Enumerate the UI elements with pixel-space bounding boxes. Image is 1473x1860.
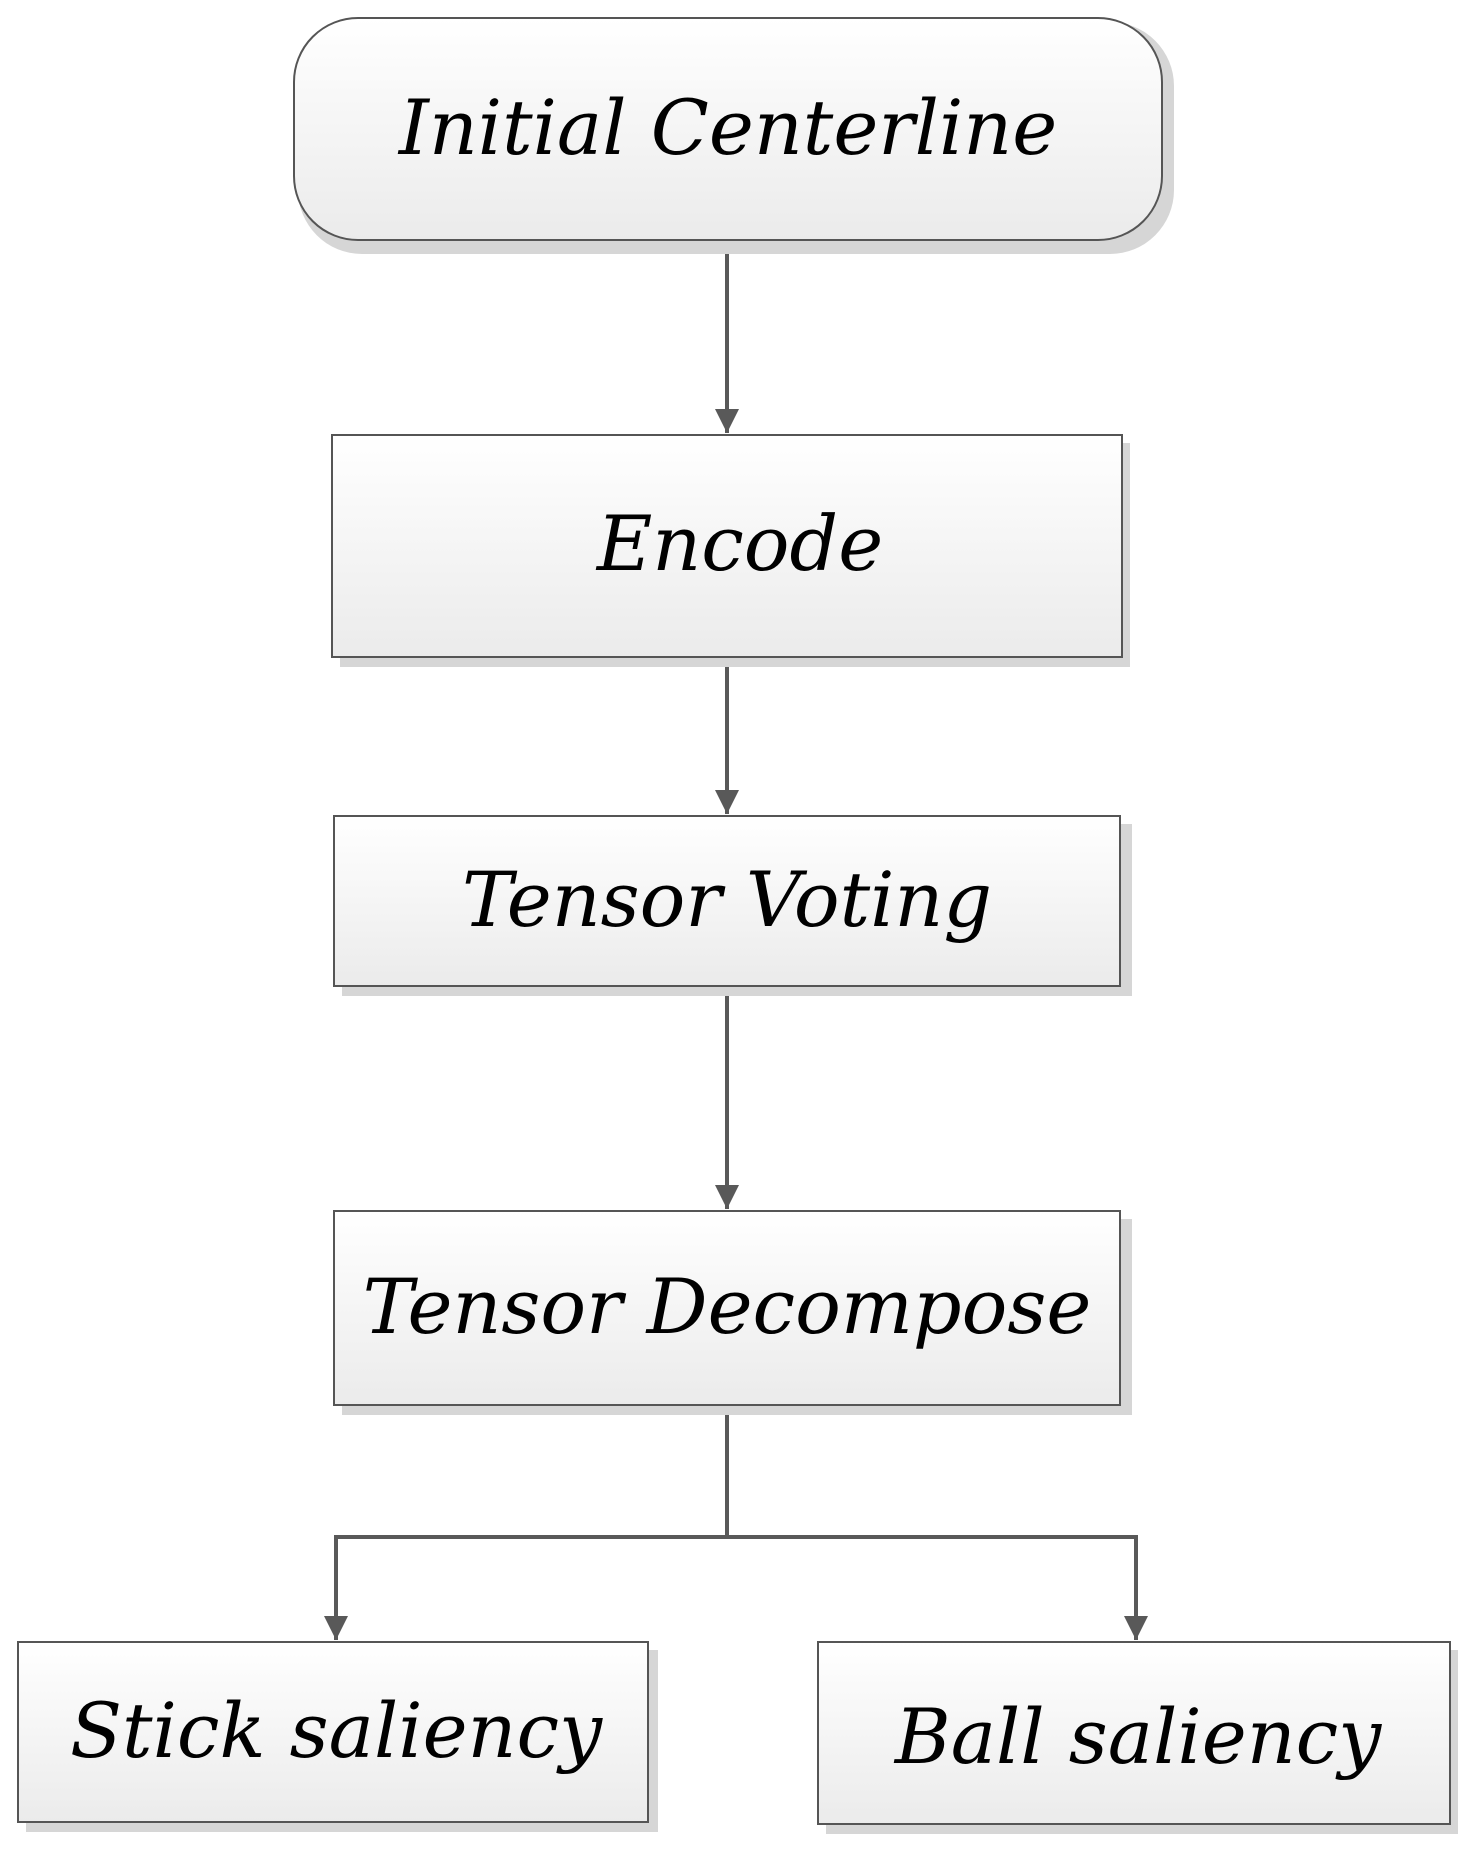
node-label: Encode xyxy=(595,499,883,588)
node-box xyxy=(817,1641,1451,1825)
connectors xyxy=(324,240,1148,1640)
node-box xyxy=(331,434,1123,658)
node-label: Stick saliency xyxy=(70,1686,603,1775)
node-stick-saliency: Stick saliency xyxy=(17,1641,658,1832)
node-label: Initial Centerline xyxy=(397,83,1057,172)
node-encode: Encode xyxy=(331,434,1130,667)
node-label: Ball saliency xyxy=(893,1692,1382,1781)
node-initial-centerline: Initial Centerline xyxy=(293,17,1174,254)
node-box xyxy=(333,815,1121,987)
edge-decompose-to-ball xyxy=(727,1535,1148,1640)
edge-decompose-to-stick xyxy=(324,1405,729,1640)
node-box xyxy=(293,17,1163,241)
node-ball-saliency: Ball saliency xyxy=(817,1641,1458,1834)
node-label: Tensor Decompose xyxy=(363,1262,1092,1351)
node-tensor-decompose: Tensor Decompose xyxy=(333,1210,1132,1415)
node-label: Tensor Voting xyxy=(462,855,992,944)
node-box xyxy=(17,1641,649,1823)
node-box xyxy=(333,1210,1121,1406)
node-tensor-voting: Tensor Voting xyxy=(333,815,1132,996)
